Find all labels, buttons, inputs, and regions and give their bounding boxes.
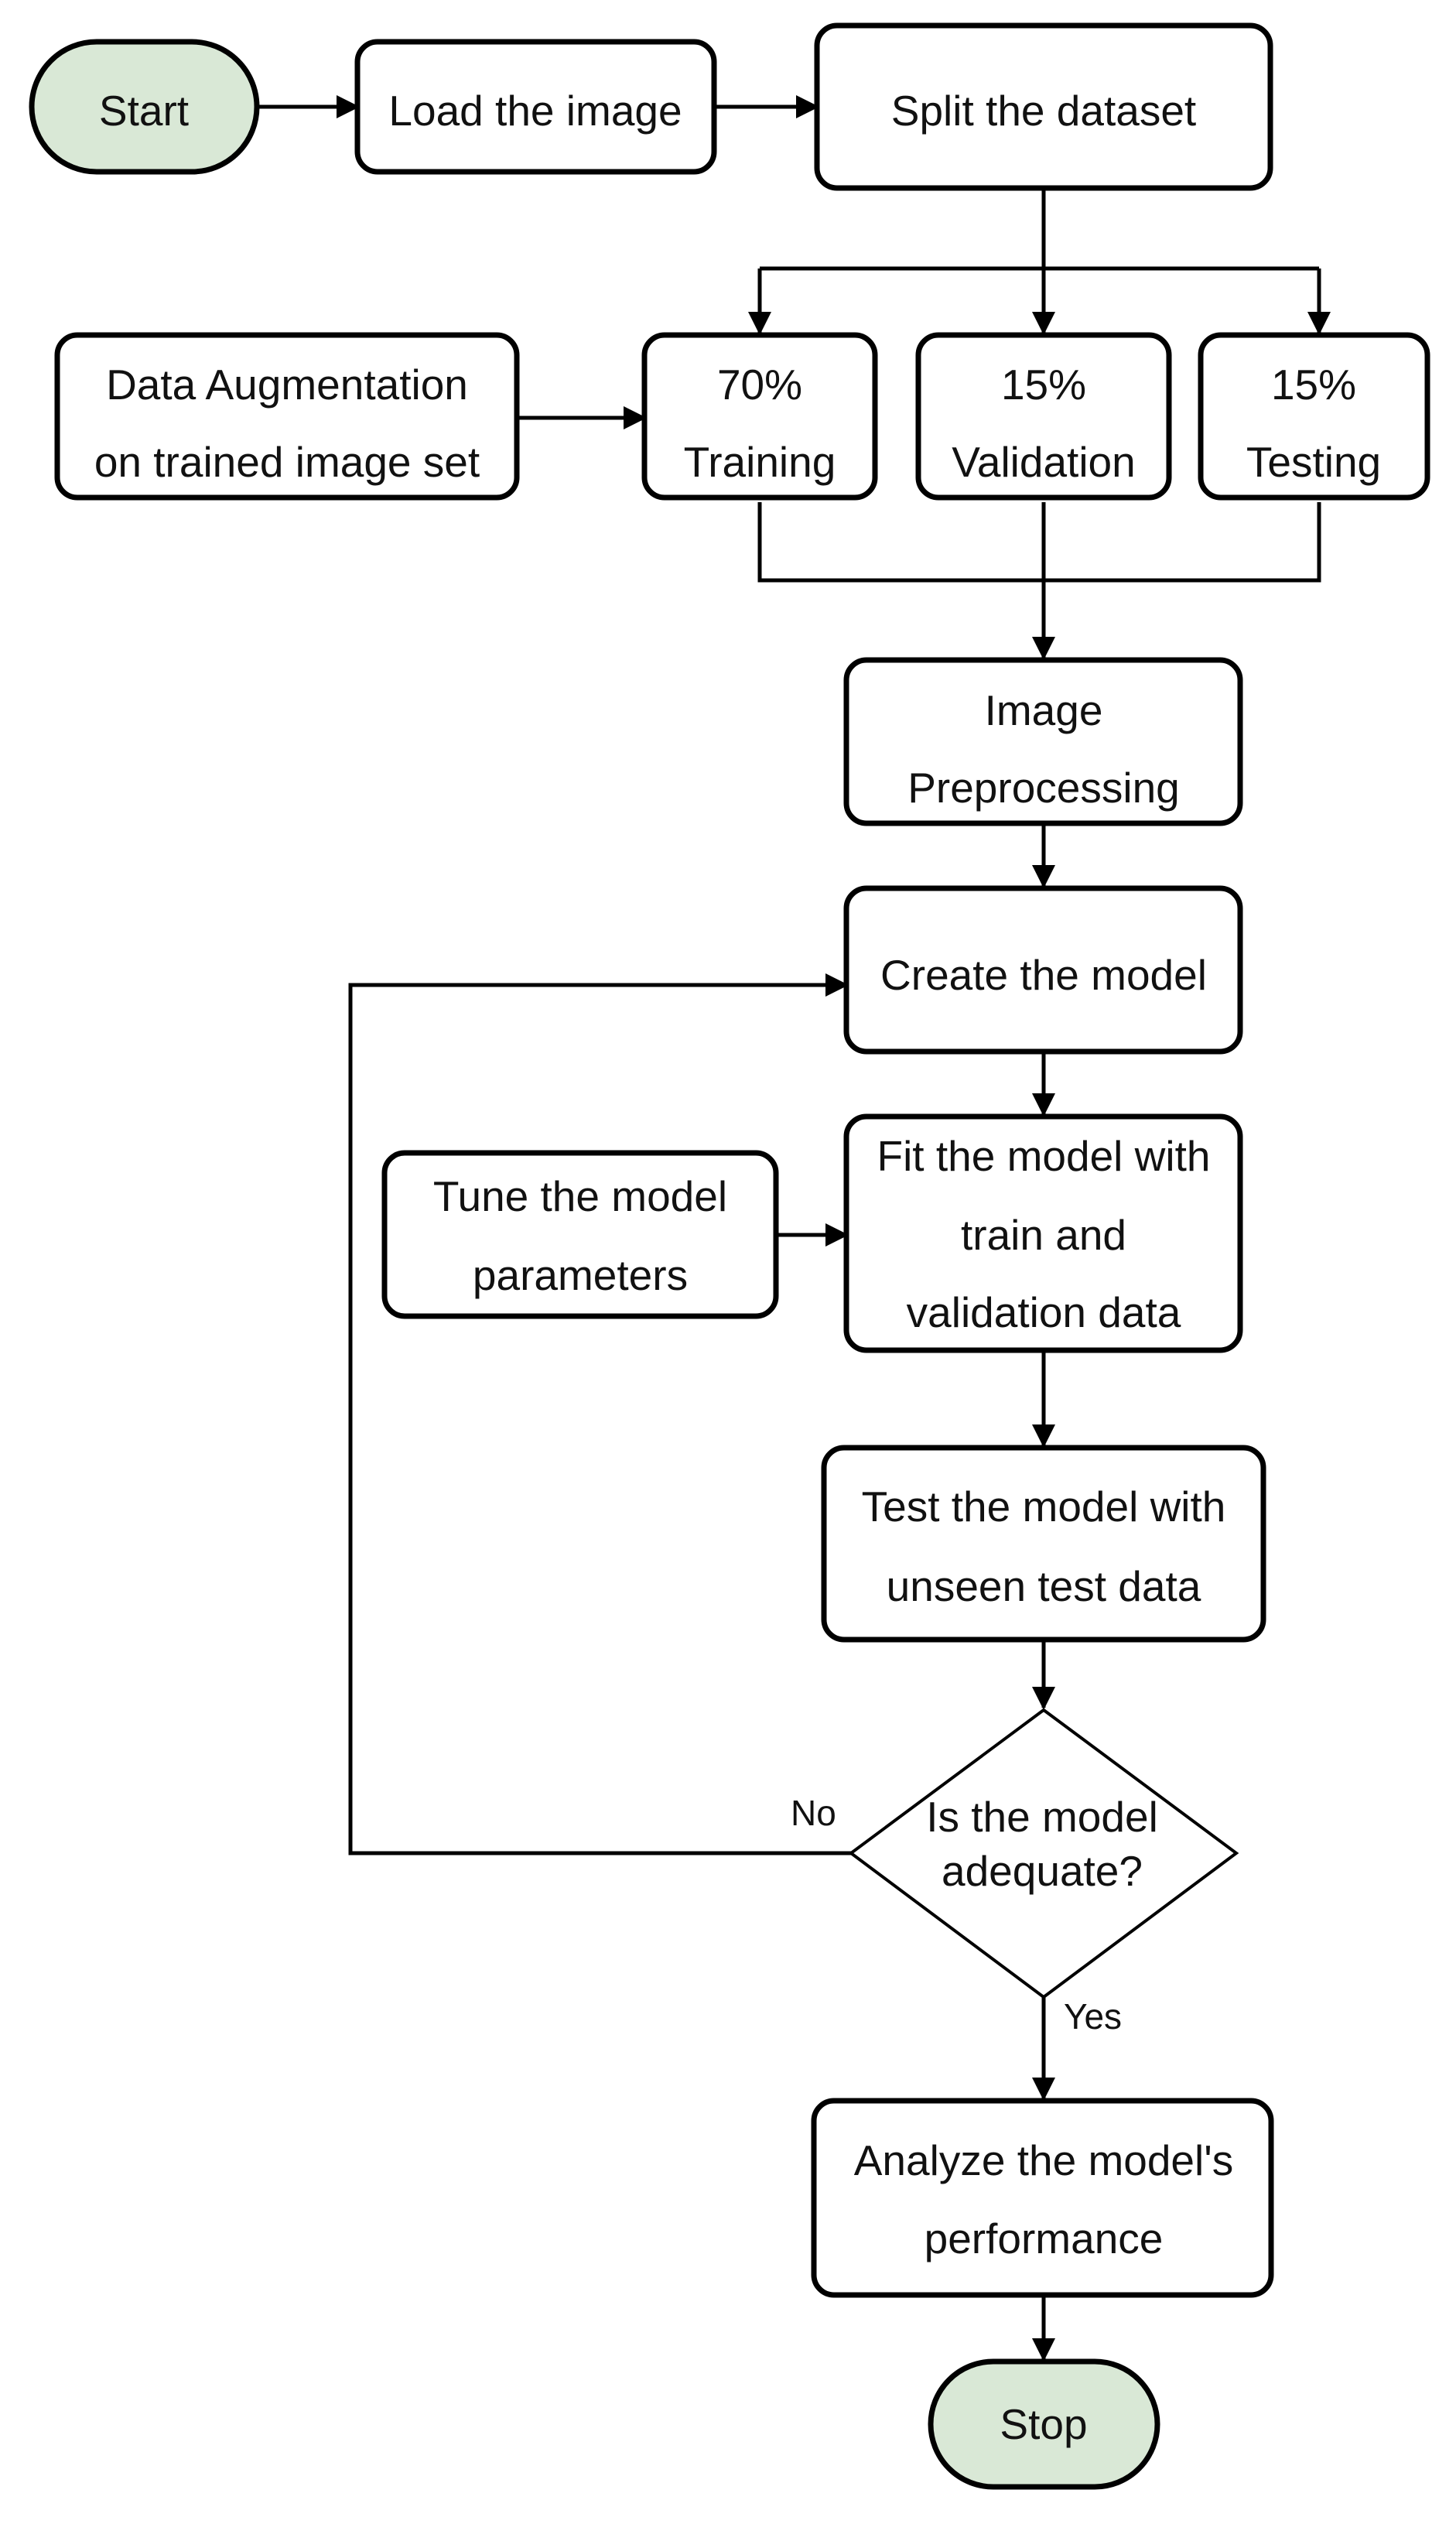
create-model-label: Create the model xyxy=(880,951,1207,999)
stop-terminal: Stop xyxy=(928,2358,1160,2490)
testing-label: Testing xyxy=(1246,438,1381,486)
test-model-label-line1: Test the model with xyxy=(862,1483,1226,1530)
validation-node: 15% Validation xyxy=(915,332,1172,501)
stop-label: Stop xyxy=(1000,2400,1087,2448)
tune-parameters-label-line1: Tune the model xyxy=(433,1172,727,1220)
image-preprocessing-label-line2: Preprocessing xyxy=(907,764,1180,812)
training-percent: 70% xyxy=(717,361,802,409)
data-augmentation-label-line2: on trained image set xyxy=(94,438,480,486)
fit-model-label-line1: Fit the model with xyxy=(877,1132,1210,1180)
training-label: Training xyxy=(684,438,836,486)
image-preprocessing-label-line1: Image xyxy=(985,686,1103,734)
decision-label-line1: Is the model xyxy=(926,1793,1158,1841)
yes-edge-label: Yes xyxy=(1064,1996,1122,2037)
decision-diamond: Is the model adequate? xyxy=(848,1708,1239,1999)
start-label: Start xyxy=(99,87,189,135)
split-dataset-label: Split the dataset xyxy=(891,87,1196,135)
test-model-node: Test the model with unseen test data xyxy=(821,1445,1266,1643)
load-image-node: Load the image xyxy=(354,39,717,175)
tune-parameters-node: Tune the model parameters xyxy=(381,1150,779,1319)
data-augmentation-label-line1: Data Augmentation xyxy=(106,361,468,409)
test-model-label-line2: unseen test data xyxy=(887,1562,1201,1610)
validation-percent: 15% xyxy=(1001,361,1086,409)
testing-percent: 15% xyxy=(1271,361,1356,409)
tune-parameters-label-line2: parameters xyxy=(473,1251,688,1299)
testing-node: 15% Testing xyxy=(1198,332,1430,501)
connector-subsets-merge-bar xyxy=(757,502,1321,583)
start-terminal: Start xyxy=(29,39,260,175)
validation-label: Validation xyxy=(952,438,1135,486)
fit-model-label-line3: validation data xyxy=(907,1288,1181,1336)
arrow-decision-no-loop xyxy=(348,973,851,1855)
training-node: 70% Training xyxy=(641,332,878,501)
load-image-label: Load the image xyxy=(388,87,682,135)
image-preprocessing-node: Image Preprocessing xyxy=(843,657,1243,826)
decision-label-line2: adequate? xyxy=(942,1847,1143,1895)
no-edge-label: No xyxy=(791,1793,836,1833)
split-dataset-node: Split the dataset xyxy=(814,22,1273,191)
fit-model-label-line2: train and xyxy=(961,1211,1126,1259)
analyze-label-line1: Analyze the model's xyxy=(854,2136,1234,2184)
analyze-label-line2: performance xyxy=(925,2214,1164,2262)
create-model-node: Create the model xyxy=(843,885,1243,1055)
connectors xyxy=(257,95,1331,2362)
analyze-performance-node: Analyze the model's performance xyxy=(811,2098,1274,2298)
fit-model-node: Fit the model with train and validation … xyxy=(843,1113,1243,1353)
data-augmentation-node: Data Augmentation on trained image set xyxy=(54,332,520,501)
